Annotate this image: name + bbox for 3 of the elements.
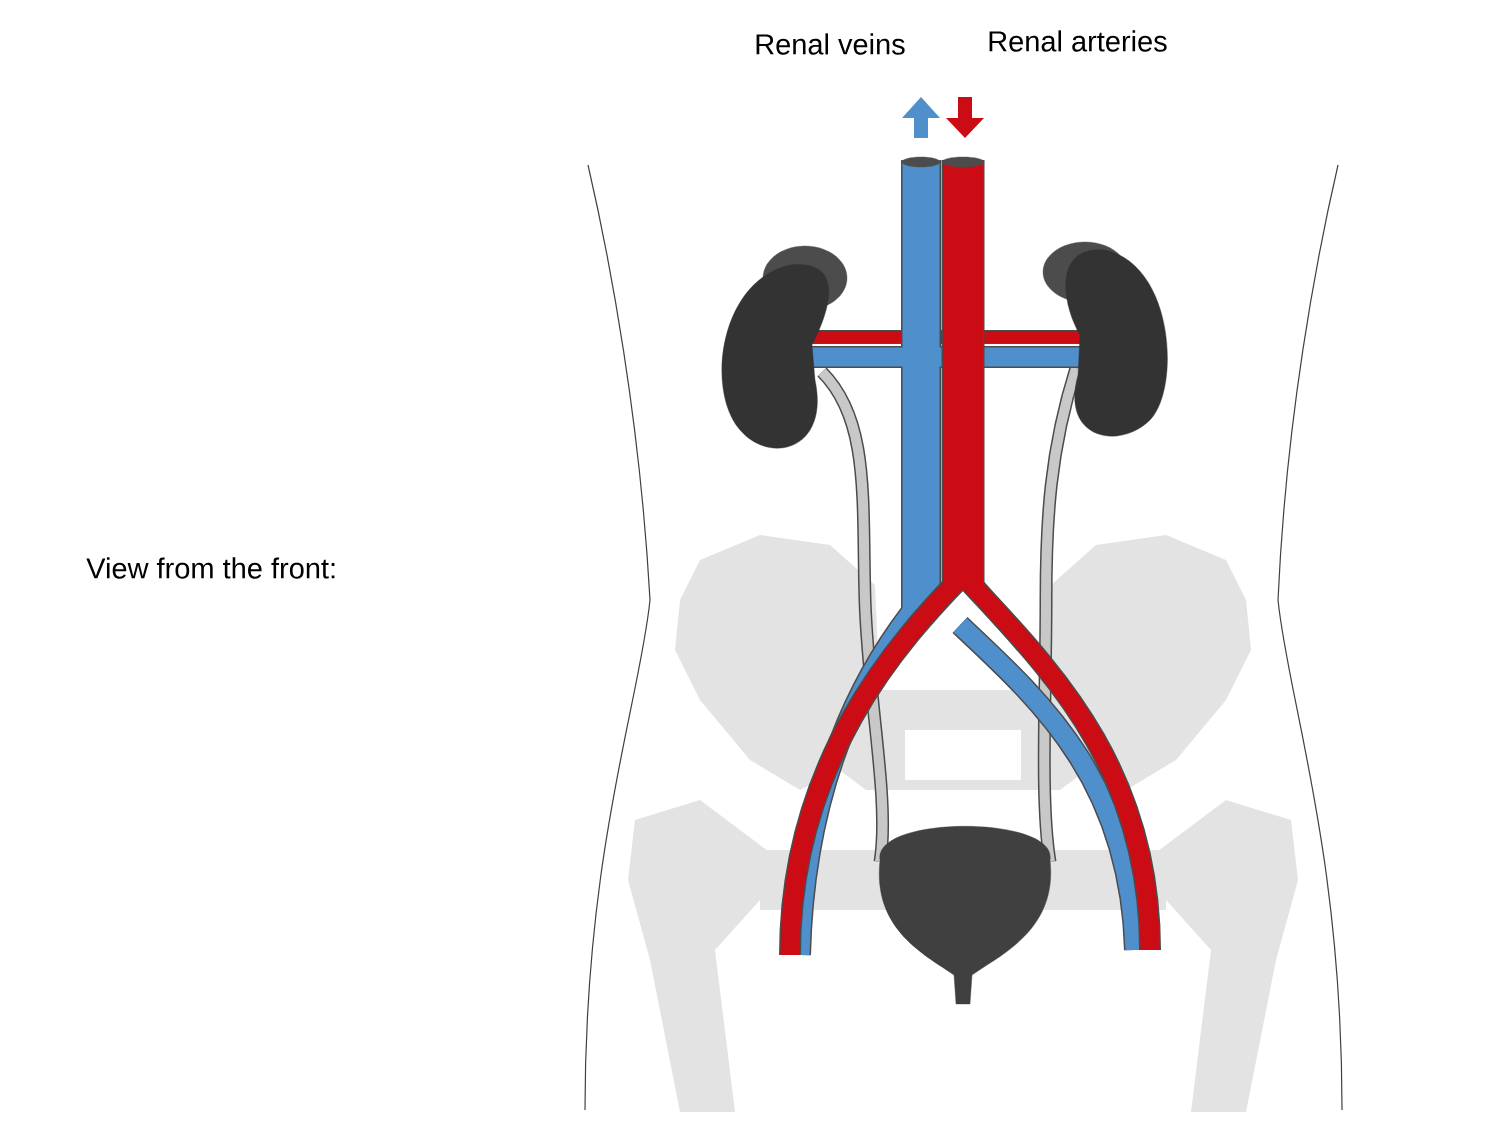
vessel-label: Renal arteries: [989, 30, 1167, 52]
vessel-label: Renal veins: [756, 33, 905, 55]
view-label: View from the front:: [86, 557, 335, 579]
